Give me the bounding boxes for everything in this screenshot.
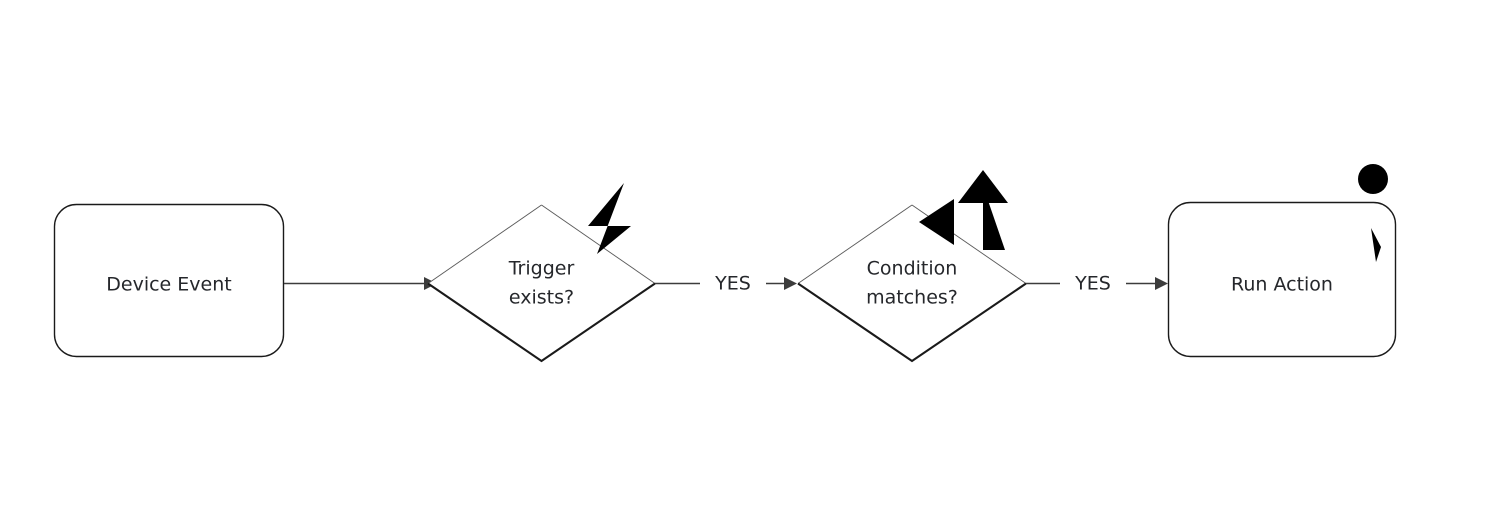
- run-action-label: Run Action: [1231, 274, 1333, 296]
- condition-matches-edge-lower: [797, 282, 1027, 363]
- edge-condition-to-action[interactable]: YES: [1026, 273, 1168, 295]
- edge-trigger-to-condition-label: YES: [714, 273, 751, 295]
- edge-trigger-to-condition-arrowhead: [784, 277, 797, 290]
- branch-arrow-up-head: [958, 170, 1008, 203]
- condition-matches-label-line2: matches?: [866, 287, 958, 309]
- condition-matches-label-line1: Condition: [867, 258, 958, 280]
- trigger-exists-label-line2: exists?: [509, 287, 574, 309]
- trigger-exists-edge-upper-right: [541, 204, 656, 284]
- edge-trigger-to-condition[interactable]: YES: [655, 273, 797, 295]
- running-person-head: [1358, 164, 1388, 194]
- edge-condition-to-action-label: YES: [1074, 273, 1111, 295]
- edge-event-to-trigger[interactable]: [284, 277, 437, 290]
- branch-arrow-icon: [919, 170, 1008, 250]
- node-device-event[interactable]: Device Event: [53, 203, 285, 358]
- run-action-shape: [1167, 201, 1397, 358]
- trigger-exists-edge-upper-left: [427, 204, 542, 284]
- branch-arrow-left-head: [919, 199, 954, 245]
- node-condition-matches[interactable]: Condition matches?: [797, 204, 1027, 363]
- device-event-label: Device Event: [106, 274, 231, 296]
- condition-matches-edge-upper-left: [797, 204, 913, 284]
- node-trigger-exists[interactable]: Trigger exists?: [427, 204, 656, 363]
- lightning-bolt-icon: [588, 183, 631, 254]
- trigger-exists-label-line1: Trigger: [508, 258, 575, 280]
- trigger-exists-edge-lower: [427, 282, 656, 363]
- edge-condition-to-action-arrowhead: [1155, 277, 1168, 290]
- device-event-shape: [53, 203, 285, 358]
- node-run-action[interactable]: Run Action: [1167, 201, 1397, 358]
- running-person-icon: [1327, 164, 1396, 262]
